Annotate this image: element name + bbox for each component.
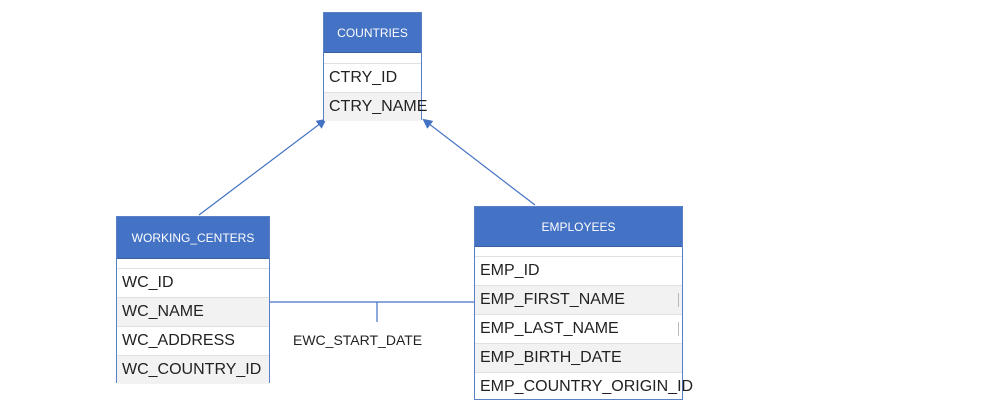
employees-field-emp-id: EMP_ID	[475, 256, 682, 285]
ewc-start-date-label: EWC_START_DATE	[293, 332, 423, 348]
employees-entity[interactable]: EMPLOYEES EMP_ID EMP_FIRST_NAME EMP_LAST…	[474, 206, 693, 401]
working-centers-entity-header: WORKING_CENTERS	[117, 217, 269, 259]
working-centers-entity[interactable]: WORKING_CENTERS WC_ID WC_NAME WC_ADDRESS…	[116, 216, 270, 384]
working-centers-field-wc-id: WC_ID	[117, 268, 269, 297]
working-centers-field-wc-country-id: WC_COUNTRY_ID	[117, 355, 269, 384]
employees-entity-spacer	[475, 247, 682, 256]
countries-field-ctry-name: CTRY_NAME	[324, 92, 427, 121]
employees-field-emp-last-name: EMP_LAST_NAME	[475, 314, 682, 343]
employees-field-emp-birth-date: EMP_BIRTH_DATE	[475, 343, 682, 372]
emp-to-countries-connector	[422, 118, 536, 206]
working-centers-field-wc-name: WC_NAME	[117, 297, 269, 326]
employees-field-emp-first-name: EMP_FIRST_NAME	[475, 285, 682, 314]
employees-field-emp-country-origin-id: EMP_COUNTRY_ORIGIN_ID	[475, 372, 693, 401]
countries-field-ctry-id: CTRY_ID	[324, 63, 421, 92]
countries-entity[interactable]: COUNTRIES CTRY_ID CTRY_NAME	[323, 12, 427, 121]
employees-entity-header: EMPLOYEES	[475, 207, 682, 247]
working-centers-field-wc-address: WC_ADDRESS	[117, 326, 269, 355]
countries-entity-header: COUNTRIES	[324, 13, 421, 53]
working-centers-entity-spacer	[117, 259, 269, 268]
countries-entity-spacer	[324, 53, 421, 63]
wc-to-countries-connector	[198, 118, 327, 216]
